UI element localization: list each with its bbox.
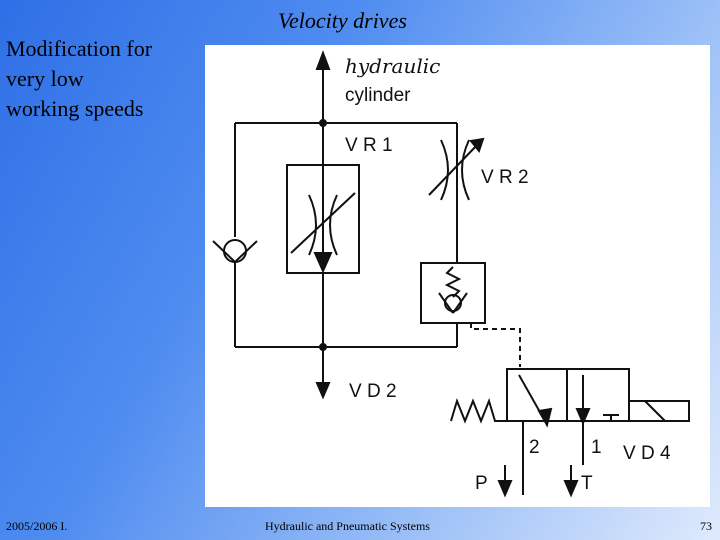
footer-course: Hydraulic and Pneumatic Systems — [265, 519, 430, 533]
solenoid — [628, 400, 690, 422]
throttle-right-arc — [329, 194, 338, 256]
side-note-line-1: Modification for — [6, 36, 153, 61]
vr1-label: V R 1 — [345, 135, 393, 156]
vd2-label: V D 2 — [349, 381, 397, 402]
vr2-throttle-left — [440, 139, 449, 201]
cylinder-label: cylinder — [345, 85, 411, 106]
circuit-svg: hydraulic cylinder V R 1 V R 2 V D 2 V D… — [212, 50, 690, 498]
pilot-line — [470, 323, 521, 367]
port-t-label: T — [581, 473, 593, 494]
flow-arrow-icon — [313, 252, 333, 274]
vr2-throttle-right — [461, 139, 470, 201]
hydraulic-circuit-diagram: hydraulic cylinder V R 1 V R 2 V D 2 V D… — [205, 45, 710, 507]
port-2-label: 2 — [529, 437, 540, 458]
return-spring — [450, 397, 507, 424]
vr2-label: V R 2 — [481, 167, 529, 188]
throttle-left-arc — [308, 194, 317, 256]
cylinder-arrow-icon — [315, 50, 331, 70]
slide-title: Velocity drives — [278, 8, 407, 33]
spring-check-valve — [420, 262, 486, 324]
port-p-label: P — [475, 473, 488, 494]
vd4-label: V D 4 — [623, 443, 671, 464]
check-valve-icon — [223, 239, 247, 263]
cylinder-handwritten-label: hydraulic — [345, 54, 440, 78]
side-note-line-2: very low — [6, 66, 84, 91]
side-note: Modification for very low working speeds — [6, 34, 201, 124]
page-number: 73 — [700, 519, 712, 533]
side-note-line-3: working speeds — [6, 96, 144, 121]
port-1-label: 1 — [591, 437, 602, 458]
footer-date: 2005/2006 I. — [6, 519, 68, 533]
